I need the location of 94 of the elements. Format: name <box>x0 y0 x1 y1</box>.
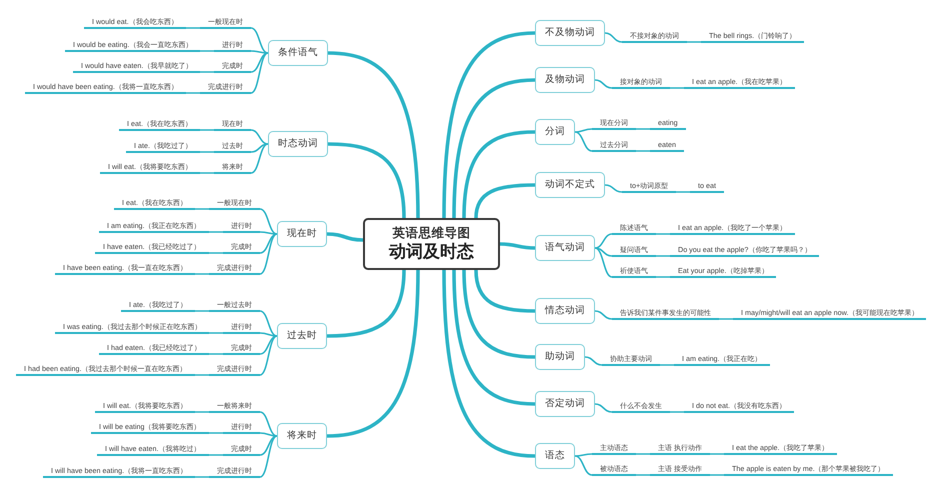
connector-line <box>194 411 210 413</box>
connector-line <box>250 143 269 174</box>
topic-box: 语态 <box>535 443 575 469</box>
connector-line <box>250 50 269 54</box>
connector-line <box>259 233 278 275</box>
connector-line <box>594 403 613 413</box>
connector-line <box>635 453 651 455</box>
connector-line <box>250 129 269 145</box>
branch-curve <box>325 232 365 242</box>
branch-curve <box>442 31 537 220</box>
topic-box: 将来时 <box>277 423 327 449</box>
branch-curve <box>474 183 537 220</box>
connector-line <box>709 453 725 455</box>
connector-line <box>718 318 734 320</box>
connector-line <box>194 476 210 478</box>
connector-line <box>194 273 210 275</box>
connector-line <box>199 50 215 52</box>
connector-line <box>259 310 278 337</box>
connector-line <box>574 128 593 133</box>
connector-line <box>259 231 278 235</box>
connector-line <box>655 276 671 278</box>
connector-line <box>659 364 675 366</box>
branch-curve <box>452 268 537 406</box>
connector-line <box>635 474 651 476</box>
connector-line <box>250 143 269 153</box>
connector-line <box>604 184 623 193</box>
connector-line <box>208 231 224 233</box>
connector-line <box>584 356 603 366</box>
connector-line <box>259 335 278 376</box>
branch-curve <box>452 78 537 220</box>
topic-box: 分词 <box>535 119 575 145</box>
connector-line <box>655 255 671 257</box>
topic-box: 过去时 <box>277 323 327 349</box>
connector-line <box>594 310 613 320</box>
connector-line <box>574 455 593 476</box>
branch-curve <box>325 268 406 338</box>
branch-curve <box>462 130 537 220</box>
topic-box: 条件语气 <box>268 40 328 66</box>
connector-line <box>669 411 685 413</box>
connector-line <box>259 435 278 478</box>
connector-line <box>208 454 224 456</box>
topic-box: 否定动词 <box>535 391 595 417</box>
connector-line <box>259 432 278 437</box>
connector-line <box>709 474 725 476</box>
connector-line <box>208 332 224 334</box>
connector-line <box>574 453 593 457</box>
connector-line <box>199 172 215 174</box>
connector-line <box>259 335 278 355</box>
topic-box: 不及物动词 <box>535 20 605 46</box>
connector-line <box>194 374 210 376</box>
connector-line <box>669 87 685 89</box>
connector-line <box>604 32 623 43</box>
topic-box: 情态动词 <box>535 298 595 324</box>
connector-line <box>594 247 613 278</box>
connector-line <box>250 52 269 94</box>
branch-curve <box>498 242 537 250</box>
branch-curve <box>462 268 537 359</box>
connector-line <box>259 411 278 437</box>
connector-line <box>250 27 269 54</box>
topic-box: 动词不定式 <box>535 172 605 198</box>
connector-line <box>199 151 215 153</box>
title-text: 动词及时态 <box>389 241 474 263</box>
branch-curve <box>442 268 537 458</box>
topic-box: 及物动词 <box>535 67 595 93</box>
connector-line <box>594 79 613 89</box>
connector-line <box>655 233 671 235</box>
connector-line <box>194 310 210 312</box>
topic-box: 时态动词 <box>268 131 328 157</box>
connector-line <box>185 27 201 29</box>
connector-line <box>208 353 224 355</box>
branch-curve <box>474 268 537 313</box>
connector-line <box>199 71 215 73</box>
connector-line <box>208 432 224 434</box>
branch-curve <box>326 142 406 220</box>
connector-line <box>594 247 613 257</box>
connector-line <box>259 208 278 235</box>
connector-line <box>259 332 278 337</box>
topic-box: 现在时 <box>277 221 327 247</box>
topic-box: 助动词 <box>535 344 585 370</box>
connector-line <box>194 208 210 210</box>
connector-line <box>635 150 651 152</box>
connector-line <box>199 129 215 131</box>
connector-line <box>208 252 224 254</box>
connector-line <box>594 233 613 249</box>
connector-line <box>185 92 201 94</box>
connector-line <box>574 131 593 152</box>
connector-line <box>675 191 691 193</box>
heading-text: 英语思维导图 <box>392 225 470 241</box>
connector-line <box>635 128 651 130</box>
branch-curve <box>326 51 420 220</box>
central-topic-box <box>363 218 500 270</box>
branch-curve <box>325 268 420 438</box>
connector-line <box>686 41 702 43</box>
topic-box: 语气动词 <box>535 235 595 261</box>
